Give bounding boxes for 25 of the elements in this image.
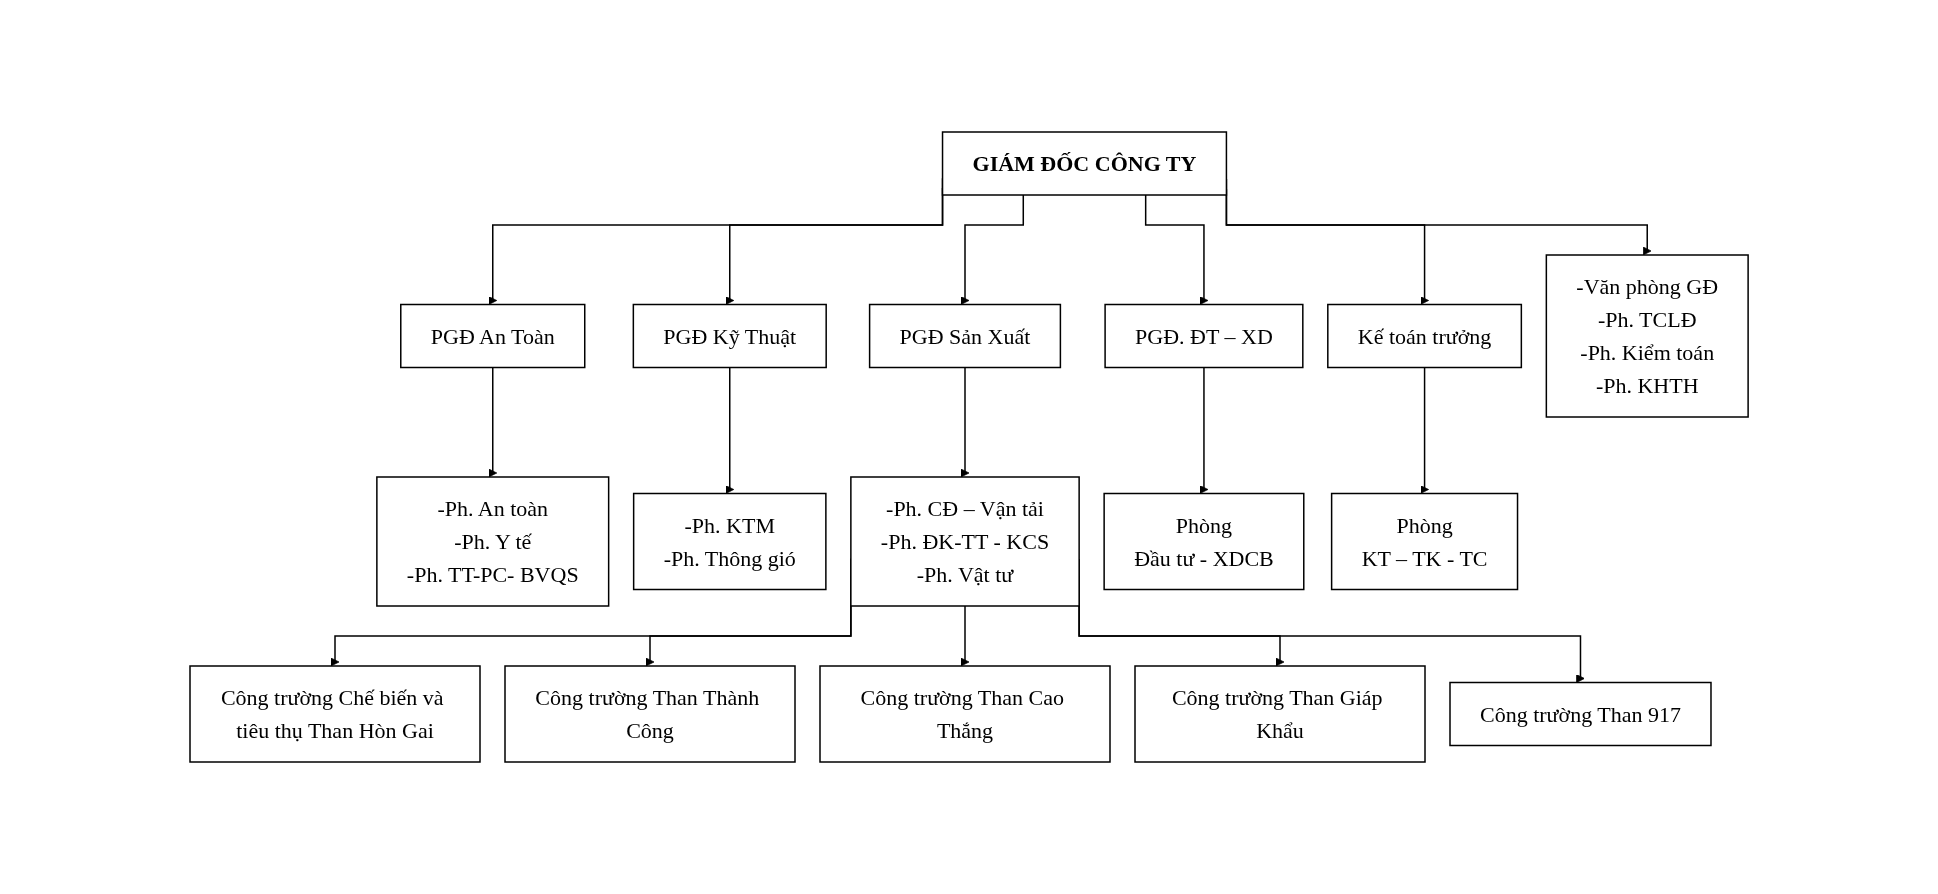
node-box: PGĐ. ĐT – XD xyxy=(1104,303,1304,369)
node-box: Công trường Than 917 xyxy=(1449,681,1712,747)
node-box: Phòng Đầu tư - XDCB xyxy=(1103,492,1305,591)
node-box: -Văn phòng GĐ -Ph. TCLĐ -Ph. Kiểm toán -Ph. KHTH xyxy=(1545,254,1749,418)
arrow xyxy=(960,605,970,667)
arrow xyxy=(725,366,735,494)
node-box: -Ph. CĐ – Vận tải -Ph. ĐK-TT - KCS -Ph. Vật tư xyxy=(850,476,1080,607)
arrow xyxy=(960,366,970,478)
node-box: -Ph. An toàn -Ph. Y tế -Ph. TT-PC- BVQS xyxy=(376,476,610,607)
arrow xyxy=(1199,366,1209,494)
node-box: PGĐ Kỹ Thuật xyxy=(632,303,827,369)
node-box: -Ph. KTM -Ph. Thông gió xyxy=(632,492,827,591)
arrow xyxy=(1144,194,1209,305)
node-box: PGĐ Sản Xuất xyxy=(868,303,1062,369)
node-box: Công trường Than Cao Thắng xyxy=(819,665,1111,763)
node-box: PGĐ An Toàn xyxy=(399,303,586,369)
node-box: Kế toán trưởng xyxy=(1327,303,1523,369)
arrow xyxy=(488,366,498,478)
node-box: Công trường Chế biến và tiêu thụ Than Hòn Gai xyxy=(189,665,481,763)
node-box: Công trường Than Giáp Khẩu xyxy=(1134,665,1426,763)
arrow xyxy=(1420,366,1429,494)
node-box: Phòng KT – TK - TC xyxy=(1330,492,1519,591)
arrow xyxy=(960,194,1024,305)
node-box: Công trường Than Thành Công xyxy=(504,665,796,763)
node-box: GIÁM ĐỐC CÔNG TY xyxy=(941,131,1228,196)
